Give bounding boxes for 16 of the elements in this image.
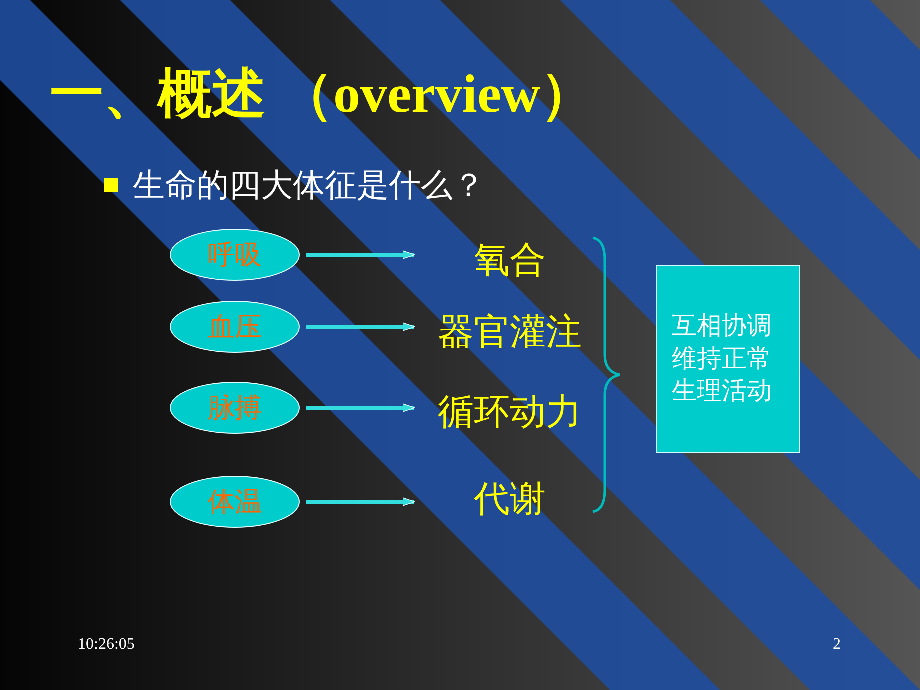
timestamp: 10:26:05 xyxy=(78,636,135,654)
arrow xyxy=(306,404,416,412)
vital-sign-ellipse: 脉搏 xyxy=(170,382,300,434)
summary-box xyxy=(656,265,800,453)
question-text: 生命的四大体征是什么？ xyxy=(133,165,485,206)
vital-sign-ellipse: 体温 xyxy=(170,476,300,528)
function-text: 代谢 xyxy=(420,475,600,524)
function-text: 氧合 xyxy=(420,236,600,285)
summary-text: 互相协调维持正常生理活动 xyxy=(672,310,773,408)
vital-sign-ellipse: 血压 xyxy=(170,301,300,353)
arrow xyxy=(306,250,416,260)
arrow xyxy=(306,322,416,332)
function-text: 循环动力 xyxy=(420,388,600,437)
page-number: 2 xyxy=(833,636,841,654)
arrow xyxy=(306,498,416,506)
function-text: 器官灌注 xyxy=(420,308,600,357)
